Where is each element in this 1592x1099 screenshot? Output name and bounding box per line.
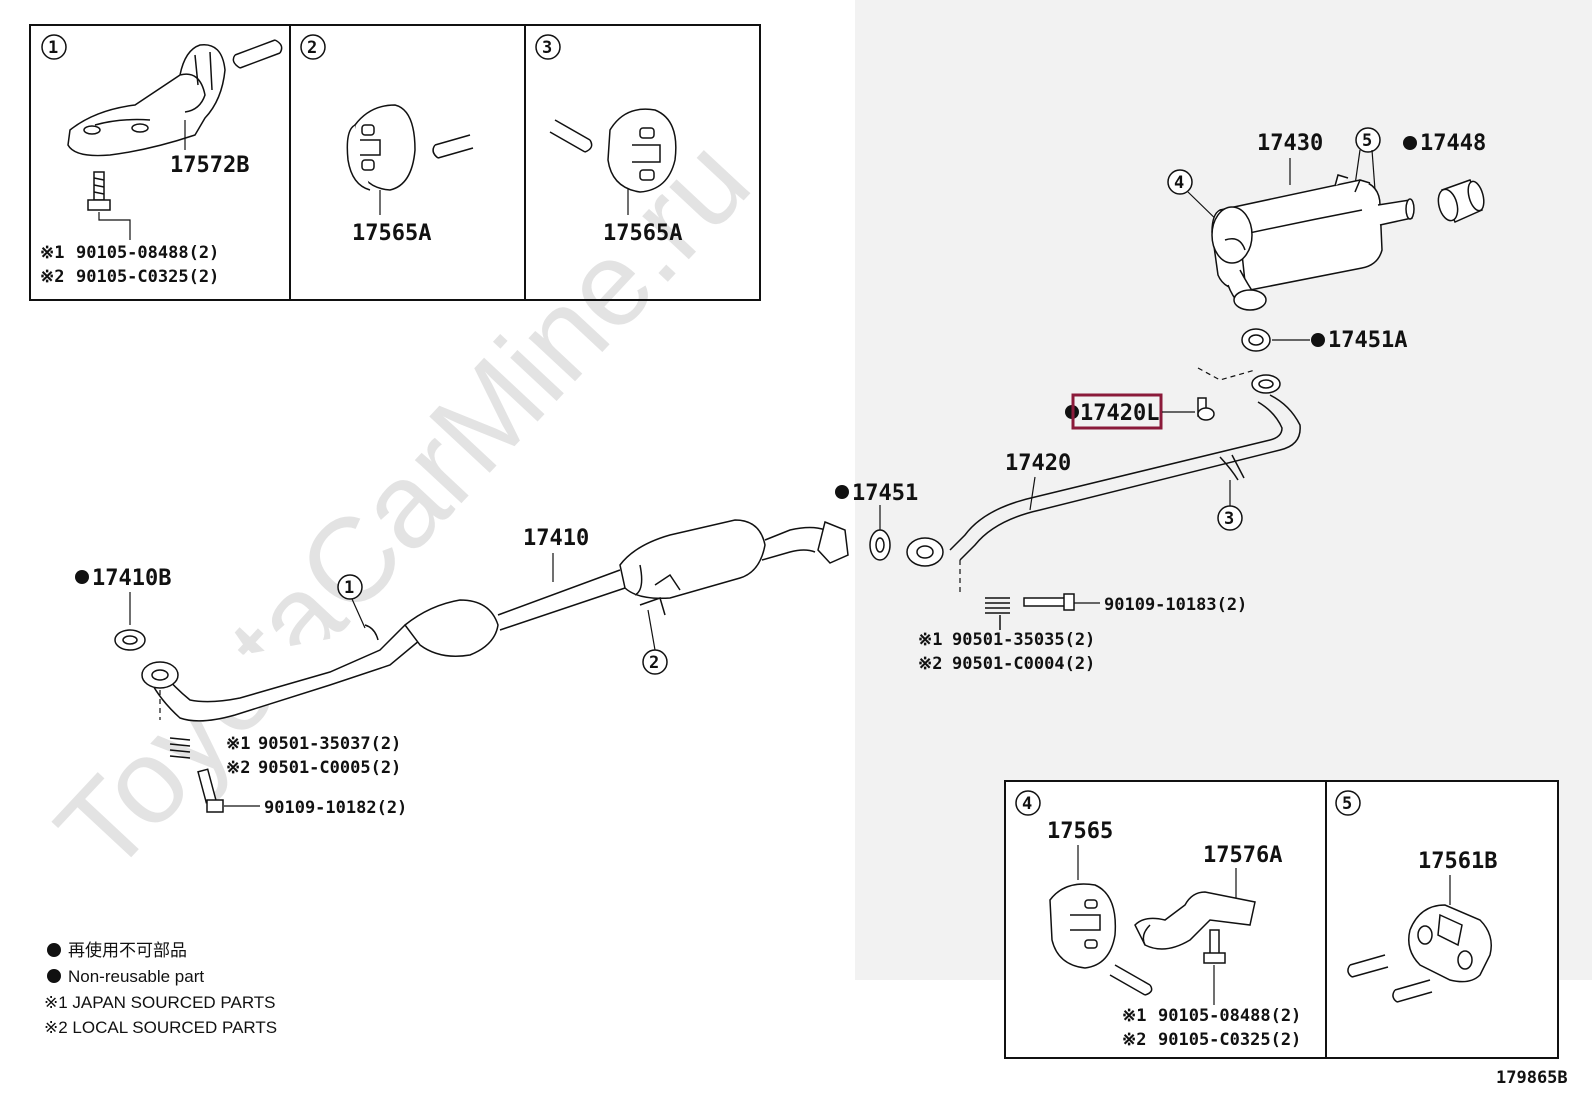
hanger-17565a-icon: [346, 104, 416, 191]
rod-stub-icon: [1347, 954, 1433, 1003]
bolt-icon: [87, 171, 111, 211]
hanger-17565-icon: [1049, 883, 1117, 969]
part-17572b-label: 17572B: [170, 153, 249, 178]
bracket-17576a-icon: [1134, 891, 1256, 950]
spring-icon: [169, 737, 191, 759]
spring-left-1-code: 90501-35037(2): [258, 734, 401, 754]
spring-right-1-mark: ※1: [918, 630, 942, 650]
legend-note-2: ※2 LOCAL SOURCED PARTS: [44, 1018, 277, 1037]
part-17430-label: 17430: [1257, 131, 1323, 156]
highlight-box-17420l: [1071, 393, 1163, 430]
center-pipe-assembly: 3 17420 17420L 17451 90109-10183(2): [835, 367, 1301, 674]
part-17451-label: 17451: [852, 481, 918, 506]
spring-icon: [985, 597, 1010, 630]
inset-3-number: 3: [542, 38, 552, 58]
front-pipe-17410-icon: [141, 519, 849, 722]
spring-right-1-code: 90501-35035(2): [952, 630, 1095, 650]
gasket-17410b-icon: [114, 629, 146, 651]
part-17420l-label: 17420L: [1080, 401, 1159, 426]
part-17448-label: 17448: [1420, 131, 1486, 156]
diagram-id: 179865B: [1496, 1068, 1568, 1088]
bolt-1-mark: ※1: [40, 243, 64, 263]
spring-left-2-code: 90501-C0005(2): [258, 758, 401, 778]
part-17410b-label: 17410B: [92, 566, 171, 591]
callout-2-main: 2: [649, 653, 659, 673]
muffler-assembly: 17430 5 4 17448: [1167, 127, 1486, 353]
spring-left-1-mark: ※1: [226, 734, 250, 754]
part-17420-label: 17420: [1005, 451, 1071, 476]
center-pipe-17420-icon: [906, 374, 1301, 567]
legend-note-1: ※1 JAPAN SOURCED PARTS: [44, 993, 276, 1012]
inset-1: 1 17572B ※1 90105-08488(2) ※2 90105-C032…: [40, 34, 283, 287]
gasket-17451a-icon: [1241, 328, 1271, 352]
inset4-bolt-1-code: 90105-08488(2): [1158, 1006, 1301, 1026]
muffler-17430-icon: [1211, 174, 1415, 311]
part-17561b-label: 17561B: [1418, 849, 1497, 874]
inset-1-number: 1: [48, 38, 58, 58]
rod-stub-icon: [432, 134, 474, 159]
legend: 再使用不可部品 Non-reusable part ※1 JAPAN SOURC…: [44, 940, 277, 1037]
rod-stub-icon: [1109, 964, 1153, 996]
bracket-17572b-icon: [67, 43, 226, 157]
rod-stub-icon: [232, 39, 283, 69]
stud-bolt-17420l-icon: [1197, 397, 1215, 421]
front-pipe-assembly: 17410 1 2: [75, 519, 849, 818]
callout-1-main: 1: [344, 578, 354, 598]
part-17410-label: 17410: [523, 526, 589, 551]
inset-5-number: 5: [1342, 794, 1352, 814]
inset4-bolt-2-code: 90105-C0325(2): [1158, 1030, 1301, 1050]
spring-right-2-mark: ※2: [918, 654, 942, 674]
part-17576a-label: 17576A: [1203, 843, 1282, 868]
callout-5-top: 5: [1362, 131, 1372, 151]
part-17565a-label-b: 17565A: [603, 221, 682, 246]
bolt-90109-10183-code: 90109-10183(2): [1104, 595, 1247, 615]
part-17565a-label-a: 17565A: [352, 221, 431, 246]
inset4-bolt-1-mark: ※1: [1122, 1006, 1146, 1026]
inset-2: 2 17565A: [300, 34, 474, 246]
hanger-17565a-icon: [607, 108, 677, 193]
part-17451a-label: 17451A: [1328, 328, 1407, 353]
bolt-icon: [197, 768, 224, 813]
bolt-90109-10182-code: 90109-10182(2): [264, 798, 407, 818]
inset-4-number: 4: [1022, 794, 1032, 814]
gasket-17451-icon: [869, 529, 891, 561]
inset-box-top: [29, 24, 761, 301]
inset-4: 4 17565 17576A ※1 90105-08488(2) ※2 9010…: [1015, 790, 1301, 1050]
inset4-bolt-2-mark: ※2: [1122, 1030, 1146, 1050]
tail-cover-17448-icon: [1437, 179, 1485, 223]
bolt-1-code: 90105-08488(2): [76, 243, 219, 263]
callout-3-main: 3: [1224, 509, 1234, 529]
part-17565-label: 17565: [1047, 819, 1113, 844]
bolt-2-code: 90105-C0325(2): [76, 267, 219, 287]
rod-stub-icon: [549, 119, 593, 153]
inset-2-number: 2: [307, 38, 317, 58]
inset-5: 5 17561B: [1335, 790, 1497, 1003]
spring-left-2-mark: ※2: [226, 758, 250, 778]
legend-nonreusable-en: Non-reusable part: [68, 967, 204, 986]
hanger-17561b-icon: [1408, 904, 1492, 983]
inset-3: 3 17565A: [535, 34, 682, 246]
bolt-icon: [1023, 593, 1075, 611]
callout-4-top: 4: [1174, 173, 1184, 193]
bolt-2-mark: ※2: [40, 267, 64, 287]
bolt-icon: [1203, 929, 1226, 964]
spring-right-2-code: 90501-C0004(2): [952, 654, 1095, 674]
legend-nonreusable-jp: 再使用不可部品: [68, 940, 187, 960]
